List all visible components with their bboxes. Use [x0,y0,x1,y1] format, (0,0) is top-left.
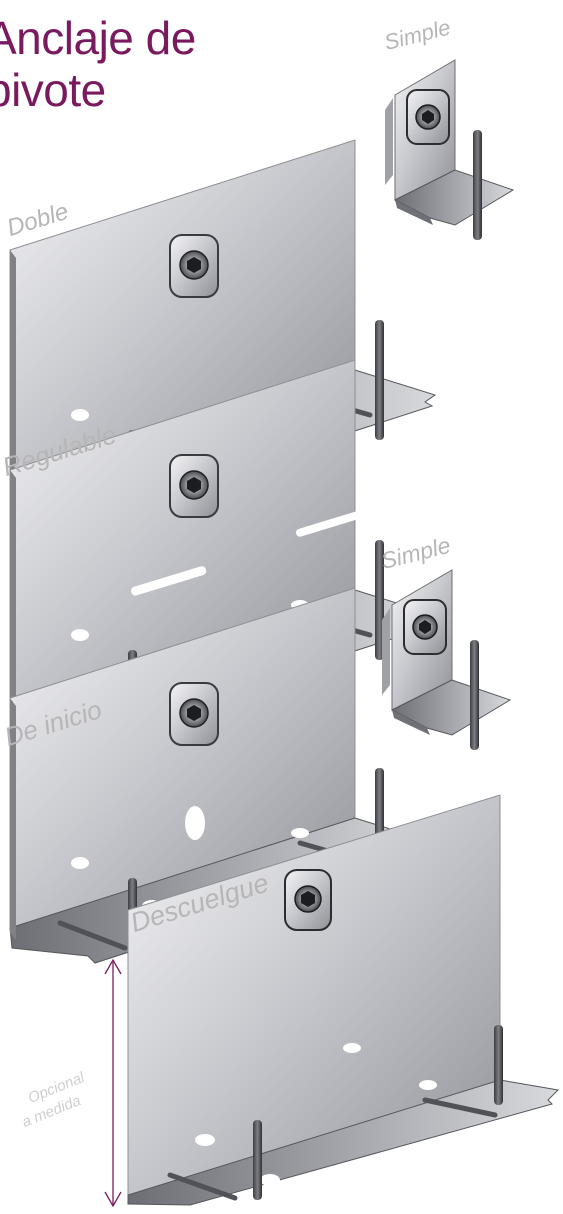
simple-bracket-mid [381,569,511,751]
title-line-2: pivote [0,64,106,116]
descuelgue-bracket [127,794,560,1206]
simple-bracket-top [384,59,514,241]
regulable-bracket [10,360,435,760]
title-line-1: Anclaje de [0,12,196,64]
page-title: Anclaje de pivote [0,12,196,116]
height-arrow [104,958,122,1208]
de-inicio-bracket [10,588,435,988]
